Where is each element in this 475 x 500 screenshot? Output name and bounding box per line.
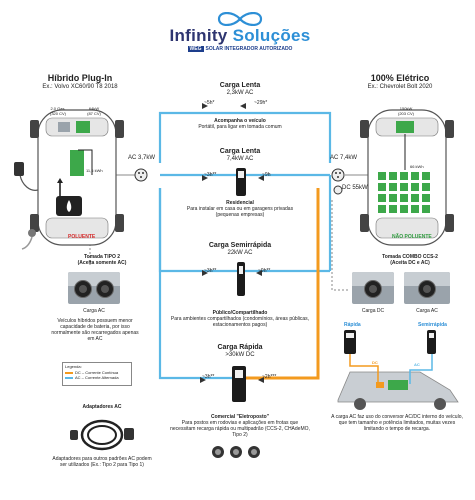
legend-ac: AC – Corrente Alternada xyxy=(63,375,131,380)
ev-motor-label: 150kW(203 CV) xyxy=(397,106,414,116)
level-3-station-icon xyxy=(237,262,245,296)
hybrid-battery-label: 11,6 kWh xyxy=(86,168,103,173)
level-4-time-left: ~3h** xyxy=(202,374,215,380)
ev-title: 100% Elétrico xyxy=(370,73,430,83)
adapters-title: Adaptadores AC xyxy=(82,404,122,410)
level-1-time-left: ~5h* xyxy=(204,100,215,106)
infinity-logo-icon xyxy=(217,12,263,26)
hybrid-title: Híbrido Plug-In xyxy=(47,73,113,83)
ev-input-dc: DC 55kW xyxy=(342,185,368,191)
hybrid-input-ac: AC 3,7kW xyxy=(128,155,156,161)
ccs2-car-side-view xyxy=(337,352,459,410)
legend-title: Legenda: xyxy=(65,364,82,369)
tipo2-title: Tomada TIPO 2 (Aceita somente AC) xyxy=(77,254,127,266)
arrows xyxy=(200,103,264,383)
level-4-time-right: ~2h*** xyxy=(262,374,277,380)
non-pollutant-badge: NÃO POLUENTE xyxy=(392,234,432,240)
tipo2-plug-icon xyxy=(96,280,114,298)
ev-example: Ex.: Chevrolet Bolt 2020 xyxy=(367,84,433,90)
level-2-header: Carga Lenta 7,4kW AC xyxy=(219,148,261,162)
tipo2-caption: Carga AC xyxy=(83,308,105,314)
hybrid-car-illustration xyxy=(14,109,124,250)
ev-battery-grid xyxy=(378,172,430,213)
brand-name: Infinity Soluções xyxy=(169,26,311,45)
level-1-caption: Acompanha o veículo Portátil, para ligar… xyxy=(198,118,282,130)
level-1-header: Carga Lenta 2,3kW AC xyxy=(219,82,261,96)
level-2-time-right: ~9h xyxy=(262,172,271,178)
ccs2-ac-caption: Carga AC xyxy=(416,308,438,314)
ccs2-ac-plug-icon xyxy=(418,280,436,298)
inlet-icons xyxy=(134,168,345,195)
ccs2-ac-photo xyxy=(404,272,450,304)
level-4-header: Carga Rápida >30kW DC xyxy=(217,344,263,358)
ccs2-dc-plug-icon xyxy=(364,280,382,298)
ccs2-fast-charger-icon xyxy=(344,330,356,354)
adapters-description: Adaptadores para outros padrões AC podem… xyxy=(52,456,152,468)
level-4-caption: Comercial "Eletroposto" Para postos em r… xyxy=(170,414,310,438)
level-3-header: Carga Semirrápida 22kW AC xyxy=(208,242,272,256)
level-3-caption: Público/Compartilhado Para ambientes com… xyxy=(170,310,310,328)
plug-standard-icons xyxy=(212,446,260,458)
level-2-time-left: ~3h** xyxy=(204,172,217,178)
hybrid-motor-label: 64kW(87 CV) xyxy=(87,106,101,116)
engine-label: 2.0 Gas.(320 CV) xyxy=(49,106,66,116)
ccs2-dc-caption: Carga DC xyxy=(361,308,385,314)
ccs2-slow-charger-icon xyxy=(427,330,436,354)
ccs2-description: A carga AC faz uso do conversor AC/DC in… xyxy=(331,414,463,432)
level-2-caption: Residencial Para instalar em casa ou em … xyxy=(186,200,294,218)
ev-input-ac: AC 7,4kW xyxy=(330,155,358,161)
legend-dc: DC – Corrente Contínua xyxy=(63,370,131,375)
ev-car-illustration xyxy=(360,109,454,246)
level-2-wallbox-icon xyxy=(236,168,246,196)
ccs2-title: Tomada COMBO CCS-2 (Aceita DC e AC) xyxy=(382,254,438,266)
ac-lines xyxy=(158,111,332,380)
tipo2-socket-icon xyxy=(74,280,92,298)
ccs2-dc-tag: DC xyxy=(372,360,378,365)
tipo2-photo xyxy=(68,272,120,304)
hybrid-example: Ex.: Volvo XC60/90 T8 2018 xyxy=(42,84,118,90)
ccs2-fast-label: Rápida xyxy=(344,322,361,328)
level-1-time-right: ~29h* xyxy=(254,100,268,106)
level-3-time-right: ~9h** xyxy=(258,268,271,274)
legend: Legenda: DC – Corrente Contínua AC – Cor… xyxy=(62,362,132,386)
dc-line xyxy=(246,188,320,380)
ev-battery-label: 66 kWh xyxy=(410,164,424,169)
ccs2-slow-label: Semirrápida xyxy=(418,322,447,328)
ccs2-ac-tag: AC xyxy=(414,362,420,367)
level-4-fast-charger-icon xyxy=(232,366,246,402)
pollutant-badge: POLUENTE xyxy=(68,234,96,240)
adapter-cable-illustration xyxy=(70,419,134,451)
ccs2-dc-photo xyxy=(352,272,394,304)
tipo2-description: Veículos híbridos possuem menor capacida… xyxy=(51,318,139,342)
level-3-time-left: ~3h** xyxy=(204,268,217,274)
